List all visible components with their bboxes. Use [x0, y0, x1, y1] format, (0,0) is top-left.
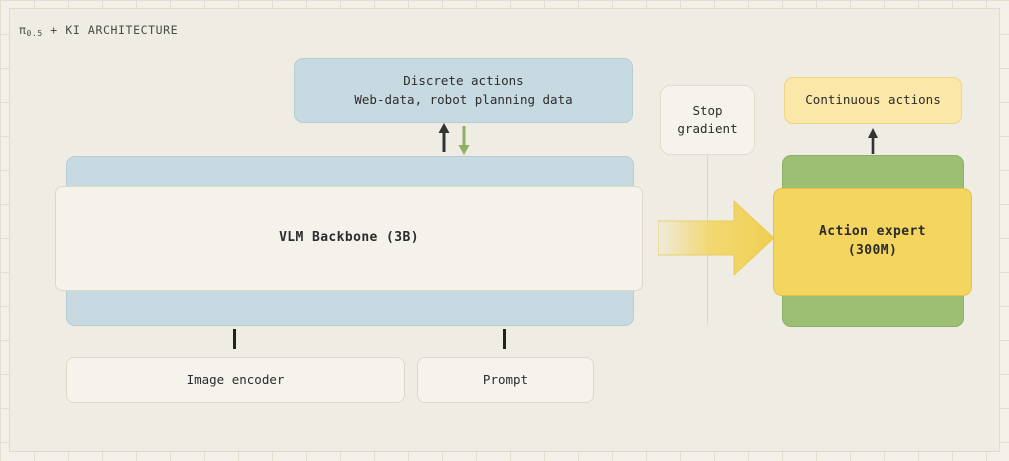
flow-arrow-icon	[658, 200, 775, 276]
title-rest: + KI ARCHITECTURE	[42, 23, 179, 37]
up-arrow-icon	[438, 123, 450, 152]
expert-output-up-arrow-icon	[868, 128, 878, 154]
title-pi: π	[19, 23, 27, 37]
discrete-actions-line2: Web-data, robot planning data	[354, 91, 573, 107]
down-arrow-icon	[458, 126, 470, 155]
action-expert-line2: (300M)	[847, 243, 898, 258]
title-subscript: 0.5	[26, 29, 43, 38]
connector-prompt	[503, 329, 506, 349]
prompt-label: Prompt	[482, 371, 529, 387]
vlm-backbone-label: VLM Backbone (3B)	[279, 230, 419, 246]
action-expert-line1: Action expert	[819, 224, 926, 240]
image-encoder-label: Image encoder	[186, 371, 285, 387]
node-action-expert[interactable]: Action expert (300M)	[773, 188, 972, 296]
node-image-encoder[interactable]: Image encoder	[66, 357, 405, 403]
node-continuous-actions[interactable]: Continuous actions	[784, 77, 962, 124]
stop-gradient-line2: gradient	[677, 121, 738, 136]
discrete-actions-line1: Discrete actions	[403, 73, 524, 89]
diagram-card: π0.5 + KI ARCHITECTURE Discrete actions …	[9, 8, 1000, 452]
bidirectional-arrows	[438, 123, 470, 155]
page-title: π0.5 + KI ARCHITECTURE	[19, 23, 178, 38]
node-vlm-backbone[interactable]: VLM Backbone (3B)	[55, 186, 643, 291]
stop-gradient-line1: Stop	[692, 102, 723, 118]
connector-image-encoder	[233, 329, 236, 349]
node-stop-gradient[interactable]: Stop gradient	[660, 85, 755, 155]
node-prompt[interactable]: Prompt	[417, 357, 594, 403]
node-discrete-actions[interactable]: Discrete actions Web-data, robot plannin…	[294, 58, 633, 123]
continuous-actions-label: Continuous actions	[805, 92, 941, 108]
